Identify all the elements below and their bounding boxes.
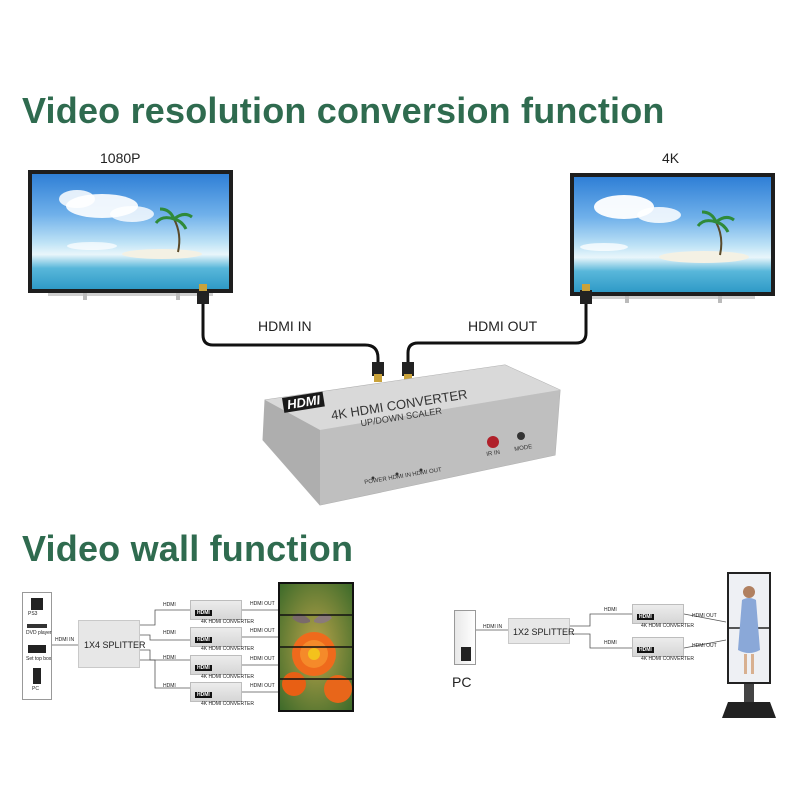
hdmi-out-label: HDMI OUT: [468, 318, 538, 334]
pc-tower-icon: [33, 668, 41, 684]
cable-hdmi-in: [201, 298, 380, 374]
tv-stand-left: [48, 293, 213, 296]
splitter-1x2: [508, 618, 570, 644]
converter-left-1-line1: 4K HDMI CONVERTER: [201, 619, 254, 625]
branch-label-1: HDMI: [163, 602, 176, 608]
section-title-resolution: Video resolution conversion function: [22, 90, 665, 131]
pc-label: PC: [452, 674, 472, 690]
converter-left-3: HDMI 4K HDMI CONVERTER: [190, 655, 254, 680]
right-tv-label: 4K: [662, 150, 680, 166]
converter-left-2-line1: 4K HDMI CONVERTER: [201, 646, 254, 652]
beach-scene-left: [59, 190, 202, 259]
right-hdmi-in-label: HDMI IN: [483, 624, 503, 630]
source-pc: PC: [32, 686, 39, 692]
vertical-display-stand: [722, 572, 776, 718]
cable-hdmi-out: [406, 298, 588, 374]
splitter-1x2-label: 1X2 SPLITTER: [513, 627, 575, 637]
ir-in-sensor: [487, 436, 499, 448]
splitter-1x4-label: 1X4 SPLITTER: [84, 640, 146, 650]
converter-right-1: HDMI 4K HDMI CONVERTER: [632, 604, 694, 629]
butterfly-flower-image: [280, 584, 352, 710]
pc-tower: [454, 610, 476, 665]
right-out-label-1: HDMI OUT: [692, 613, 717, 619]
converter-left-4: HDMI 4K HDMI CONVERTER: [190, 682, 254, 707]
out-label-1: HDMI OUT: [250, 601, 275, 607]
branch-label-2: HDMI: [163, 630, 176, 636]
dvd-player-icon: [27, 624, 47, 628]
beach-scene-right: [580, 195, 749, 263]
converter-right-2-line1: 4K HDMI CONVERTER: [641, 656, 694, 662]
out-label-3: HDMI OUT: [250, 656, 275, 662]
right-branch-label-1: HDMI: [604, 607, 617, 613]
right-out-label-2: HDMI OUT: [692, 643, 717, 649]
ps3-icon: [31, 598, 43, 610]
right-diagram-lines: [476, 613, 727, 649]
converter-left-1: HDMI 4K HDMI CONVERTER: [190, 600, 254, 625]
left-tv-label: 1080P: [100, 150, 141, 166]
tv-screen-right: [570, 173, 775, 296]
converter-device: [262, 364, 561, 506]
splitter-1x4: [78, 620, 140, 668]
branch-label-3: HDMI: [163, 655, 176, 661]
converter-left-3-line1: 4K HDMI CONVERTER: [201, 674, 254, 680]
converter-right-2: HDMI 4K HDMI CONVERTER: [632, 637, 694, 662]
out-label-2: HDMI OUT: [250, 628, 275, 634]
tv-1080p: [28, 170, 233, 300]
section-title-video-wall: Video wall function: [22, 528, 354, 569]
converter-left-2: HDMI 4K HDMI CONVERTER: [190, 627, 254, 652]
converter-right-1-line1: 4K HDMI CONVERTER: [641, 623, 694, 629]
out-label-4: HDMI OUT: [250, 683, 275, 689]
source-stb: Set top box: [26, 656, 52, 662]
set-top-box-icon: [28, 645, 46, 653]
tv-stand-right: [590, 296, 755, 299]
source-dvd: DVD player: [26, 630, 52, 636]
right-branch-label-2: HDMI: [604, 640, 617, 646]
tv-4k: [570, 173, 775, 303]
mode-button: [517, 432, 525, 440]
tv-screen-left: [28, 170, 233, 293]
hdmi-in-label: HDMI IN: [258, 318, 312, 334]
source-ps3: PS3: [28, 611, 38, 617]
video-wall-2x2: [278, 582, 354, 712]
left-diagram-lines: [52, 609, 278, 693]
branch-label-4: HDMI: [163, 683, 176, 689]
sources-box: [22, 592, 52, 700]
hdmi-cables: [197, 284, 592, 382]
left-hdmi-in-label: HDMI IN: [55, 637, 75, 643]
converter-left-4-line1: 4K HDMI CONVERTER: [201, 701, 254, 707]
